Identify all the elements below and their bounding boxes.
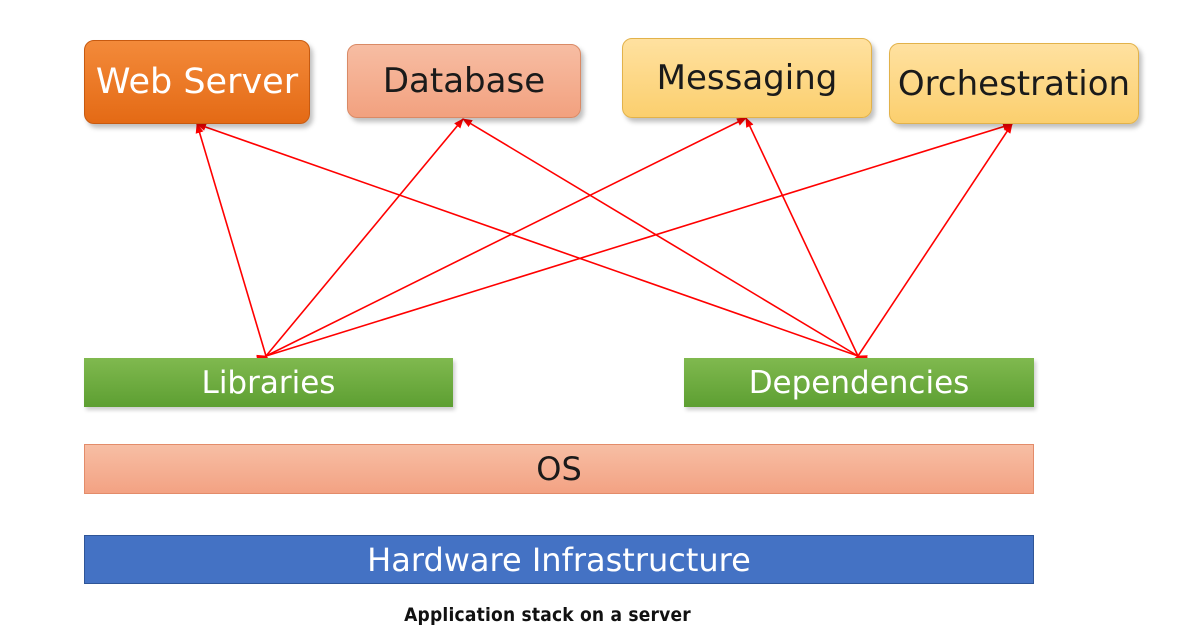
connector-libraries-orchestration bbox=[256, 122, 1013, 363]
libraries-bar: Libraries bbox=[84, 358, 453, 407]
os-label: OS bbox=[536, 450, 582, 488]
orchestration-box: Orchestration bbox=[889, 43, 1139, 124]
hardware-label: Hardware Infrastructure bbox=[367, 540, 751, 579]
database-box: Database bbox=[347, 44, 581, 118]
web-server-box: Web Server bbox=[84, 40, 310, 124]
messaging-label: Messaging bbox=[656, 58, 838, 98]
web-server-label: Web Server bbox=[95, 62, 299, 102]
os-layer: OS bbox=[84, 444, 1034, 494]
orchestration-label: Orchestration bbox=[897, 63, 1131, 104]
connector-dependencies-messaging bbox=[745, 117, 866, 366]
dependencies-label: Dependencies bbox=[748, 364, 970, 401]
connector-libraries-web-server bbox=[195, 123, 273, 366]
messaging-box: Messaging bbox=[622, 38, 872, 118]
connector-libraries-database bbox=[257, 118, 464, 366]
connector-libraries-messaging bbox=[256, 117, 747, 364]
connector-dependencies-web-server bbox=[196, 123, 868, 363]
database-label: Database bbox=[382, 61, 546, 101]
connector-dependencies-orchestration bbox=[849, 123, 1013, 366]
libraries-label: Libraries bbox=[201, 364, 336, 401]
diagram-caption: Application stack on a server bbox=[404, 604, 691, 626]
hardware-infrastructure-layer: Hardware Infrastructure bbox=[84, 535, 1034, 584]
dependencies-bar: Dependencies bbox=[684, 358, 1034, 407]
